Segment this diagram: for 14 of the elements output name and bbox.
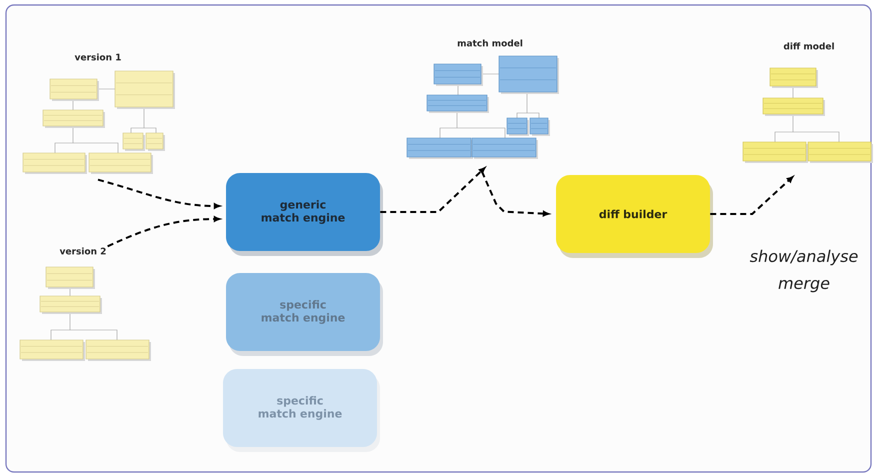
annotation: show/analyse merge <box>750 250 858 292</box>
process-box: generic match engine <box>226 173 383 256</box>
model-label: version 1 <box>74 54 121 60</box>
arrow <box>98 178 220 209</box>
process-box: diff builder <box>556 175 713 258</box>
model-label: version 2 <box>60 248 106 254</box>
model-label: diff model <box>784 42 834 50</box>
process-box: specific match engine <box>223 369 380 452</box>
arrow <box>481 171 550 216</box>
model-label: match model <box>458 40 522 46</box>
arrow <box>380 167 486 213</box>
arrow <box>107 216 220 248</box>
arrow <box>710 176 794 215</box>
process-box: specific match engine <box>226 273 383 356</box>
